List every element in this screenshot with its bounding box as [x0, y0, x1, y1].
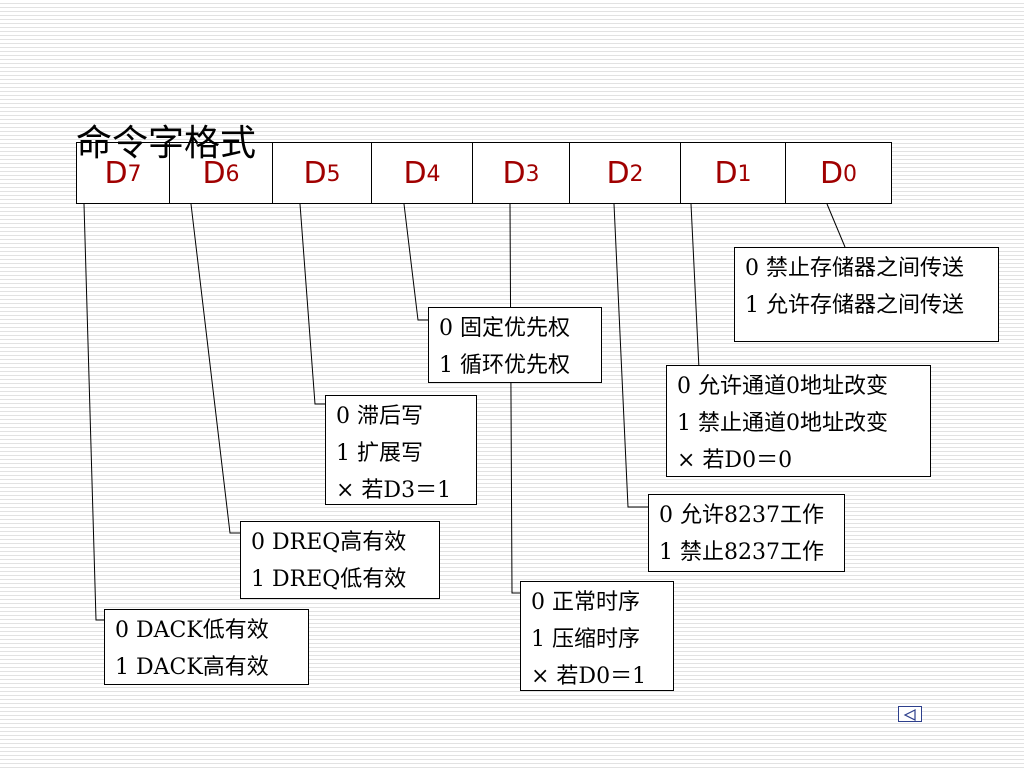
leader-d4: [403, 203, 428, 321]
note-line: 1 禁止8237工作: [659, 540, 824, 565]
note-line: × 若D3＝1: [336, 478, 452, 503]
note-line: 1 禁止通道0地址改变: [677, 411, 888, 436]
note-line: 1 扩展写: [336, 441, 423, 466]
note-line: × 若D0＝1: [531, 664, 647, 689]
note-line: 0 禁止存储器之间传送: [745, 256, 964, 281]
note-d0: 0 禁止存储器之间传送 1 允许存储器之间传送: [734, 247, 999, 342]
note-line: 0 允许通道0地址改变: [677, 374, 888, 399]
note-line: 1 循环优先权: [439, 353, 570, 378]
note-line: 0 允许8237工作: [659, 503, 824, 528]
note-line: 0 DREQ高有效: [251, 530, 407, 555]
note-d1: 0 允许通道0地址改变 1 禁止通道0地址改变 × 若D0＝0: [666, 365, 931, 477]
leader-d5: [299, 203, 325, 405]
note-d2: 0 允许8237工作 1 禁止8237工作: [648, 494, 845, 572]
note-line: 1 DREQ低有效: [251, 567, 407, 592]
note-d4: 0 固定优先权 1 循环优先权: [428, 307, 602, 383]
note-d3: 0 正常时序 1 压缩时序 × 若D0＝1: [520, 581, 674, 691]
note-line: 0 固定优先权: [439, 316, 570, 341]
leader-d3: [509, 203, 520, 594]
nav-back-button[interactable]: [898, 706, 922, 722]
leader-d1: [690, 203, 700, 370]
leader-d2: [613, 203, 648, 508]
note-line: 0 滞后写: [336, 404, 423, 429]
leader-d6: [190, 203, 240, 534]
note-d5: 0 滞后写 1 扩展写 × 若D3＝1: [325, 395, 477, 505]
note-d7: 0 DACK低有效 1 DACK高有效: [104, 609, 309, 685]
note-line: 1 DACK高有效: [115, 655, 269, 680]
note-line: 1 压缩时序: [531, 627, 640, 652]
leader-d0: [826, 203, 846, 248]
note-line: 1 允许存储器之间传送: [745, 293, 964, 318]
note-line: 0 DACK低有效: [115, 618, 269, 643]
triangle-left-icon: [903, 709, 916, 721]
note-line: 0 正常时序: [531, 590, 640, 615]
leader-d7: [83, 203, 104, 621]
note-line: × 若D0＝0: [677, 448, 793, 473]
note-d6: 0 DREQ高有效 1 DREQ低有效: [240, 521, 440, 599]
page-title: 命令字格式: [76, 123, 257, 164]
